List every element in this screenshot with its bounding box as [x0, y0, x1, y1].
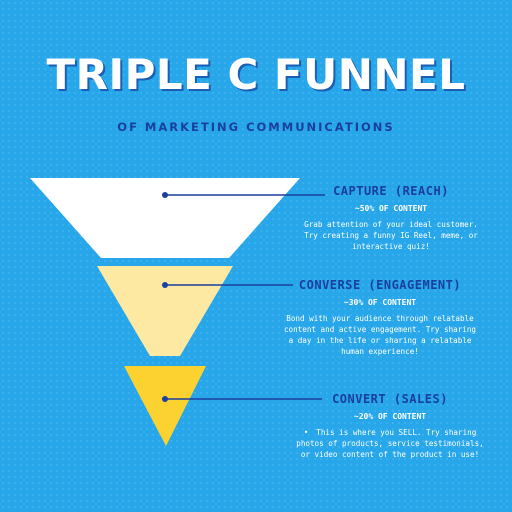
- stage-share: ~20% OF CONTENT: [353, 412, 427, 421]
- stage-convert: CONVERT (SALES) ~20% OF CONTENT •This is…: [292, 392, 488, 460]
- connector-dot-convert: [162, 396, 168, 402]
- stage-description-text: This is where you SELL. Try sharing phot…: [296, 428, 484, 459]
- stage-converse: CONVERSE (ENGAGEMENT) ~30% OF CONTENT Bo…: [283, 278, 477, 357]
- funnel-segment-converse: [97, 266, 233, 356]
- connector-dot-capture: [162, 192, 168, 198]
- stage-title: CONVERT (SALES): [332, 392, 448, 406]
- stage-share: ~50% OF CONTENT: [354, 204, 428, 213]
- page-title: TRIPLE C FUNNEL: [46, 50, 466, 99]
- bullet-icon: •: [303, 428, 309, 437]
- funnel-segment-convert: [124, 366, 206, 446]
- stage-description: •This is where you SELL. Try sharing pho…: [292, 427, 488, 460]
- stage-capture: CAPTURE (REACH) ~50% OF CONTENT Grab att…: [296, 184, 486, 252]
- connector-dot-converse: [162, 282, 168, 288]
- stage-description: Bond with your audience through relatabl…: [283, 314, 477, 356]
- page-subtitle: OF MARKETING COMMUNICATIONS: [117, 120, 395, 134]
- stage-title: CAPTURE (REACH): [333, 184, 449, 198]
- stage-share: ~30% OF CONTENT: [343, 298, 417, 307]
- stage-description: Grab attention of your ideal customer. T…: [304, 220, 478, 251]
- stage-title: CONVERSE (ENGAGEMENT): [298, 278, 462, 292]
- funnel-segment-capture: [30, 178, 300, 258]
